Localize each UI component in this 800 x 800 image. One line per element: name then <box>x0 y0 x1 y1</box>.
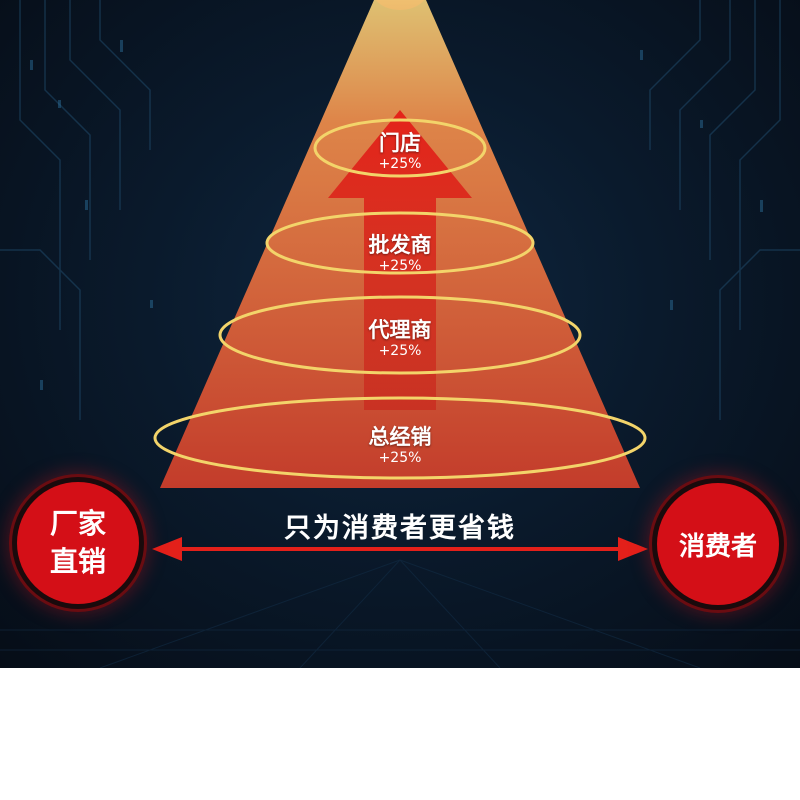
arrow-up-icon <box>328 110 472 410</box>
slogan: 只为消费者更省钱 <box>284 513 516 544</box>
markup-pyramid <box>152 0 648 561</box>
arrow-right-icon <box>618 537 648 561</box>
tier-ring <box>153 396 647 480</box>
circuit-background <box>0 0 800 668</box>
manufacturer-line2: 直销 <box>49 545 106 578</box>
infographic-stage: 门店 +25% 批发商 +25% 代理商 +25% 总经销 +25% 厂家 直销… <box>0 0 800 668</box>
manufacturer-line1: 厂家 <box>49 507 106 540</box>
double-arrow <box>152 537 648 561</box>
manufacturer-badge: 厂家 直销 <box>17 482 139 604</box>
tier-ring <box>313 118 487 178</box>
tier-ring <box>265 211 535 275</box>
consumer-badge: 消费者 <box>657 483 779 605</box>
arrow-left-icon <box>152 537 182 561</box>
tier-ring <box>218 295 582 375</box>
